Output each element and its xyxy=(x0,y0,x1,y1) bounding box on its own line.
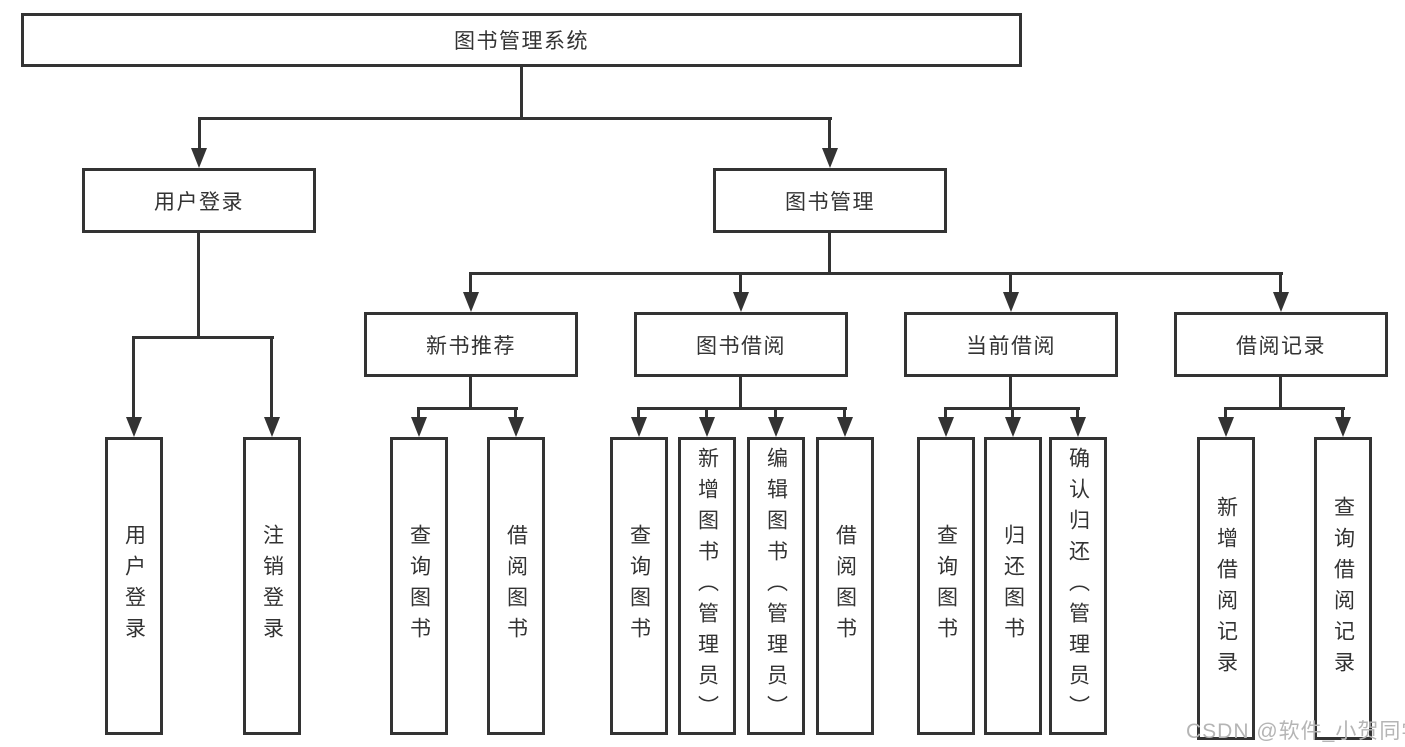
arrowhead xyxy=(631,417,647,437)
connector-drop xyxy=(198,117,201,151)
arrowhead xyxy=(733,292,749,312)
arrowhead xyxy=(822,148,838,168)
node-user-login-action: 用户登录 xyxy=(105,437,163,735)
connector-drop xyxy=(774,407,777,421)
connector-level3-split xyxy=(469,272,1283,275)
arrowhead xyxy=(938,417,954,437)
arrowhead xyxy=(411,417,427,437)
node-borrow-books-recommend: 借阅图书 xyxy=(487,437,545,735)
arrowhead xyxy=(1070,417,1086,437)
node-new-book-recommend: 新书推荐 xyxy=(364,312,578,377)
node-add-borrow-record: 新增借阅记录 xyxy=(1197,437,1255,740)
connector-drop xyxy=(1009,375,1012,409)
arrowhead xyxy=(1218,417,1234,437)
connector-drop xyxy=(1341,407,1344,421)
csdn-watermark: CSDN @软件_小贺同学 xyxy=(1186,720,1405,743)
node-query-books-current: 查询图书 xyxy=(917,437,975,735)
connector-drop xyxy=(1076,407,1079,421)
connector-drop xyxy=(705,407,708,421)
connector-drop xyxy=(739,272,742,296)
arrowhead xyxy=(768,417,784,437)
node-return-book: 归还图书 xyxy=(984,437,1042,735)
node-root: 图书管理系统 xyxy=(21,13,1022,67)
connector-drop xyxy=(637,407,640,421)
arrowhead xyxy=(191,148,207,168)
arrowhead xyxy=(508,417,524,437)
node-book-management: 图书管理 xyxy=(713,168,947,233)
connector-drop xyxy=(1279,272,1282,296)
connector-book-management-drop xyxy=(828,231,831,275)
node-user-login: 用户登录 xyxy=(82,168,316,233)
connector-drop xyxy=(828,117,831,151)
connector-drop xyxy=(514,407,517,421)
connector-level2-split xyxy=(198,117,832,120)
node-edit-book-admin: 编辑图书（管理员） xyxy=(747,437,805,735)
node-add-book-admin: 新增图书（管理员） xyxy=(678,437,736,735)
connector-drop xyxy=(132,336,135,421)
connector-drop xyxy=(944,407,947,421)
arrowhead xyxy=(699,417,715,437)
arrowhead xyxy=(1335,417,1351,437)
connector-drop xyxy=(1011,407,1014,421)
connector-split xyxy=(417,407,518,410)
node-logout-action: 注销登录 xyxy=(243,437,301,735)
connector-drop xyxy=(1224,407,1227,421)
node-book-borrow: 图书借阅 xyxy=(634,312,848,377)
connector-drop xyxy=(1279,375,1282,409)
node-query-books-recommend: 查询图书 xyxy=(390,437,448,735)
connector-split xyxy=(1224,407,1345,410)
connector-user-login-drop xyxy=(197,231,200,338)
arrowhead xyxy=(1003,292,1019,312)
connector-drop xyxy=(417,407,420,421)
connector-user-login-split xyxy=(132,336,274,339)
arrowhead xyxy=(1273,292,1289,312)
node-borrow-records: 借阅记录 xyxy=(1174,312,1388,377)
connector-drop xyxy=(469,272,472,296)
connector-drop xyxy=(469,375,472,409)
connector-drop xyxy=(270,336,273,421)
node-current-borrow: 当前借阅 xyxy=(904,312,1118,377)
node-query-books-borrow: 查询图书 xyxy=(610,437,668,735)
connector-drop xyxy=(843,407,846,421)
arrowhead xyxy=(463,292,479,312)
node-borrow-books-borrow: 借阅图书 xyxy=(816,437,874,735)
connector-drop xyxy=(1009,272,1012,296)
arrowhead xyxy=(126,417,142,437)
node-query-borrow-record: 查询借阅记录 xyxy=(1314,437,1372,740)
connector-drop xyxy=(739,375,742,409)
arrowhead xyxy=(1005,417,1021,437)
node-confirm-return-admin: 确认归还（管理员） xyxy=(1049,437,1107,735)
arrowhead xyxy=(837,417,853,437)
connector-split xyxy=(637,407,847,410)
connector-root-drop xyxy=(520,66,523,119)
arrowhead xyxy=(264,417,280,437)
